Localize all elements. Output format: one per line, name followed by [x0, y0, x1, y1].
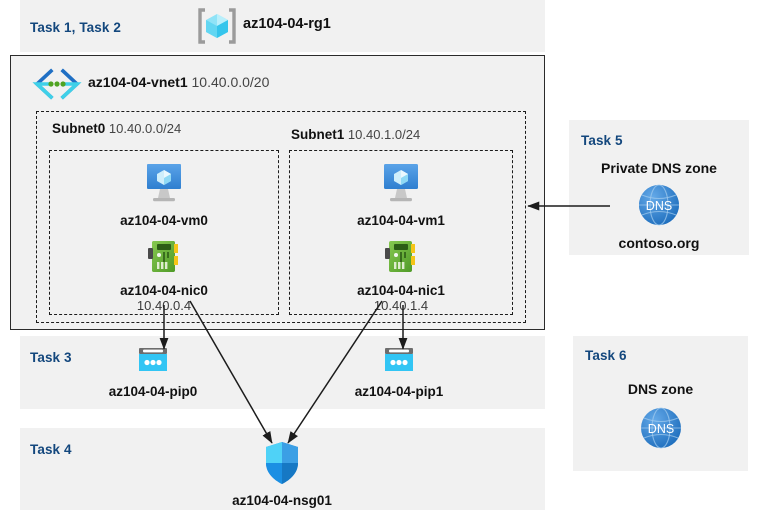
virtual-network-box — [10, 55, 545, 330]
vm0-node[interactable]: az104-04-vm0 — [64, 162, 264, 228]
svg-text:DNS: DNS — [647, 422, 673, 436]
virtual-network-icon — [32, 68, 82, 100]
nic1-node[interactable]: az104-04-nic1 10.40.1.4 — [301, 238, 501, 313]
network-interface-icon — [64, 238, 264, 281]
subnet1-title: Subnet1 10.40.1.0/24 — [291, 127, 420, 142]
task-label-1-2: Task 1, Task 2 — [30, 20, 121, 35]
subnet0-name: Subnet0 — [52, 121, 106, 136]
network-interface-icon — [301, 238, 501, 281]
svg-text:DNS: DNS — [646, 199, 672, 213]
pip0-label: az104-04-pip0 — [108, 384, 198, 399]
public-dns-node[interactable]: DNS — [573, 405, 748, 456]
dns-zone-icon: DNS — [573, 405, 748, 456]
resource-group-icon — [197, 7, 237, 45]
resource-group-name: az104-04-rg1 — [243, 16, 331, 32]
public-ip-icon — [309, 346, 489, 381]
virtual-machine-icon — [301, 162, 501, 211]
nic0-node[interactable]: az104-04-nic0 10.40.0.4 — [64, 238, 264, 313]
nsg-label: az104-04-nsg01 — [232, 493, 332, 508]
pip1-node[interactable]: az104-04-pip1 — [309, 346, 489, 399]
virtual-network-cidr: 10.40.0.0/20 — [191, 74, 270, 90]
nic0-ip: 10.40.0.4 — [136, 298, 192, 313]
nsg-node[interactable]: az104-04-nsg01 — [192, 440, 372, 508]
resource-group-panel — [20, 0, 545, 52]
private-dns-name: contoso.org — [618, 235, 700, 251]
virtual-network-name: az104-04-vnet1 — [88, 74, 188, 90]
task-label-3: Task 3 — [30, 350, 72, 365]
dns-zone-icon: DNS — [569, 182, 749, 233]
nic0-label: az104-04-nic0 — [120, 283, 208, 298]
pip0-node[interactable]: az104-04-pip0 — [63, 346, 243, 399]
subnet1-cidr: 10.40.1.0/24 — [347, 127, 421, 142]
public-ip-icon — [63, 346, 243, 381]
subnet1-name: Subnet1 — [291, 127, 345, 142]
nic1-label: az104-04-nic1 — [357, 283, 445, 298]
subnet0-title: Subnet0 10.40.0.0/24 — [52, 121, 181, 136]
vm1-label: az104-04-vm1 — [357, 213, 445, 228]
vm0-label: az104-04-vm0 — [120, 213, 208, 228]
subnet1-resources-box — [289, 150, 513, 315]
vm1-node[interactable]: az104-04-vm1 — [301, 162, 501, 228]
task-label-5: Task 5 — [581, 133, 623, 148]
nic1-ip: 10.40.1.4 — [373, 298, 429, 313]
subnet0-cidr: 10.40.0.0/24 — [108, 121, 182, 136]
private-dns-node[interactable]: DNS contoso.org — [569, 182, 749, 251]
private-dns-title: Private DNS zone — [601, 160, 717, 176]
task-label-4: Task 4 — [30, 442, 72, 457]
virtual-machine-icon — [64, 162, 264, 211]
public-dns-title: DNS zone — [627, 381, 694, 397]
pip1-label: az104-04-pip1 — [354, 384, 444, 399]
public-ip-panel — [20, 336, 545, 409]
virtual-network-title: az104-04-vnet1 10.40.0.0/20 — [88, 74, 269, 90]
network-security-group-icon — [192, 440, 372, 491]
subnets-container — [36, 111, 526, 323]
task-label-6: Task 6 — [585, 348, 627, 363]
